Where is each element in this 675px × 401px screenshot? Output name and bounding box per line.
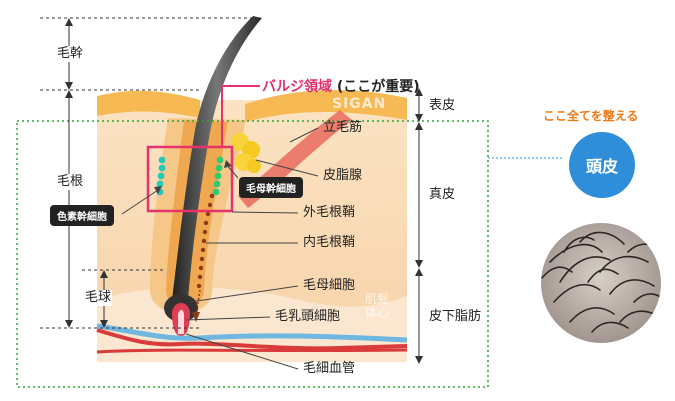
epidermis-band-right: [245, 90, 407, 122]
watermark-stamp: 肌髪 体心: [362, 292, 392, 320]
capillary-blue: [96, 323, 408, 343]
scalp-closeup-image: [541, 223, 661, 343]
sebaceous-gland-shape: [231, 133, 261, 173]
label-capillary: 毛細血管: [303, 361, 356, 376]
label-hair-bulb: 毛球: [84, 290, 113, 306]
label-epidermis: 表皮: [428, 98, 457, 114]
label-hair-shaft: 毛幹: [56, 46, 85, 62]
label-arrector-pili: 立毛筋: [323, 120, 363, 135]
bulge-headline: バルジ領域 (ここが重要): [262, 76, 420, 96]
epidermis-band-left: [97, 90, 200, 118]
bulge-title: バルジ領域: [262, 79, 332, 95]
label-sebaceous-gland: 皮脂腺: [323, 168, 363, 183]
bulge-subtitle: (ここが重要): [336, 79, 420, 95]
scalp-badge: 頭皮: [569, 132, 635, 198]
watermark-line2: 体心: [364, 306, 389, 320]
label-inner-root-sheath: 内毛根鞘: [303, 235, 356, 250]
watermark-logo: SIGAN: [332, 96, 387, 112]
inner-sheath-dots: [196, 193, 215, 289]
label-dermis: 真皮: [428, 187, 457, 203]
scalp-caption: ここ全てを整える: [543, 109, 639, 123]
label-melanocyte-stem-cells: 色素幹細胞: [50, 205, 114, 226]
hair-shaft-shape: [172, 16, 262, 309]
label-hair-follicle-stem-cells: 毛母幹細胞: [239, 177, 303, 198]
label-hair-matrix-cells: 毛母細胞: [303, 278, 356, 293]
label-subcutaneous: 皮下脂肪: [428, 309, 483, 325]
label-hair-root: 毛根: [56, 174, 85, 190]
dermal-papilla-core: [178, 309, 184, 334]
capillary-red: [96, 328, 408, 351]
scalp-region-outline: [16, 120, 489, 388]
label-outer-root-sheath: 外毛根鞘: [303, 205, 356, 220]
melanocyte-stem-dots: [156, 156, 166, 196]
hair-follicle-stem-dots: [212, 156, 224, 196]
bulge-region-box: [146, 145, 234, 213]
label-dermal-papilla-cells: 毛乳頭細胞: [275, 309, 341, 324]
leader-lines: [121, 127, 562, 370]
watermark-line1: 肌髪: [364, 292, 389, 306]
